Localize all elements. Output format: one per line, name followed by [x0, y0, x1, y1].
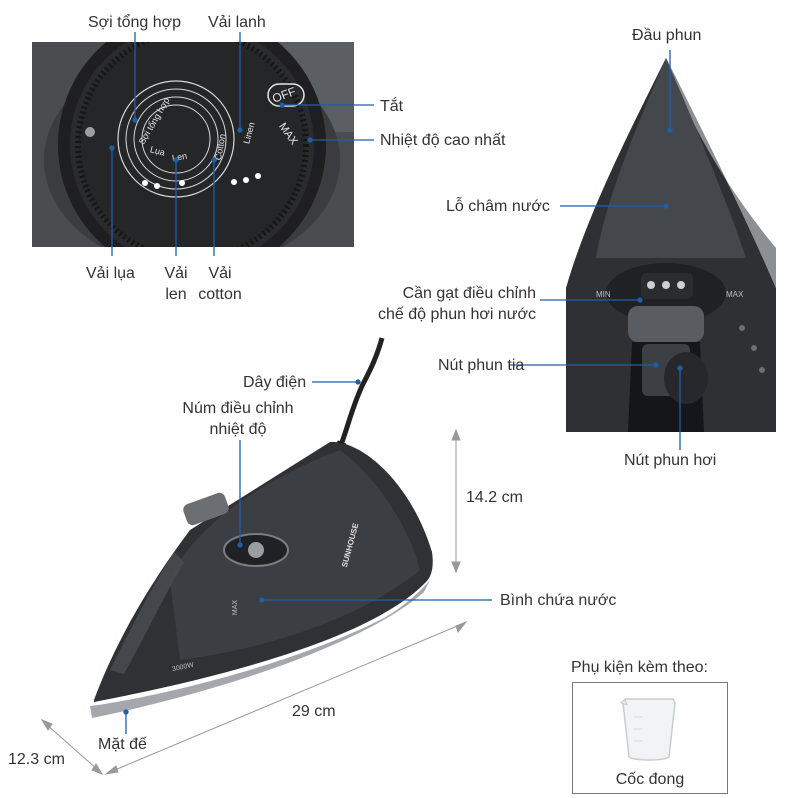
label-soleplate: Mặt đế [98, 736, 147, 753]
label-cotton-line2: cotton [198, 286, 242, 303]
label-nozzle: Đầu phun [632, 27, 702, 44]
label-drip: Lỗ châm nước [446, 198, 550, 215]
accessory-item-label: Cốc đong [615, 771, 685, 788]
iron-tip-panel: MIN MAX [566, 48, 776, 432]
tip-print-min: MIN [596, 290, 611, 299]
label-linen: Vải lanh [208, 14, 266, 31]
label-silk: Vải lụa [86, 265, 135, 282]
label-knob: Núm điều chỉnh nhiệt độ [168, 398, 308, 440]
label-cotton-line1: Vải [208, 265, 232, 282]
label-synthetic: Sợi tổng hợp [88, 14, 182, 31]
label-knob-line1: Núm điều chỉnh [182, 400, 294, 417]
label-spray: Nút phun tia [438, 357, 525, 374]
accessory-title: Phụ kiện kèm theo: [571, 659, 708, 676]
label-tank: Bình chứa nước [500, 592, 617, 609]
dial-closeup-panel: OFF MAX Linen Cotton Len Lụa Sợi tổng hợ… [32, 42, 354, 247]
label-wool: Vải len [158, 263, 194, 305]
label-lever: Cần gạt điều chỉnh chế độ phun hơi nước [366, 283, 536, 325]
label-height: 14.2 cm [466, 489, 523, 506]
iron-print-max: MAX [232, 599, 240, 616]
label-steam: Nút phun hơi [624, 452, 717, 469]
label-cotton: Vải cotton [192, 263, 248, 305]
iron-tip-illustration [566, 58, 776, 432]
label-wool-line1: Vải [164, 265, 188, 282]
label-cord: Dây điện [243, 374, 307, 391]
label-lever-line1: Cần gạt điều chỉnh [402, 285, 536, 302]
label-knob-line2: nhiệt độ [209, 421, 267, 438]
label-max-temp: Nhiệt độ cao nhất [380, 132, 506, 149]
measuring-cup-illustration [620, 698, 676, 761]
label-off: Tắt [380, 98, 404, 115]
dial-illustration [32, 42, 354, 247]
accessory-box: Cốc đong [572, 682, 728, 794]
label-lever-line2: chế độ phun hơi nước [377, 306, 536, 323]
label-width: 12.3 cm [8, 751, 65, 768]
label-wool-line2: len [165, 286, 187, 303]
label-length: 29 cm [292, 703, 336, 720]
tip-print-max: MAX [726, 290, 744, 299]
